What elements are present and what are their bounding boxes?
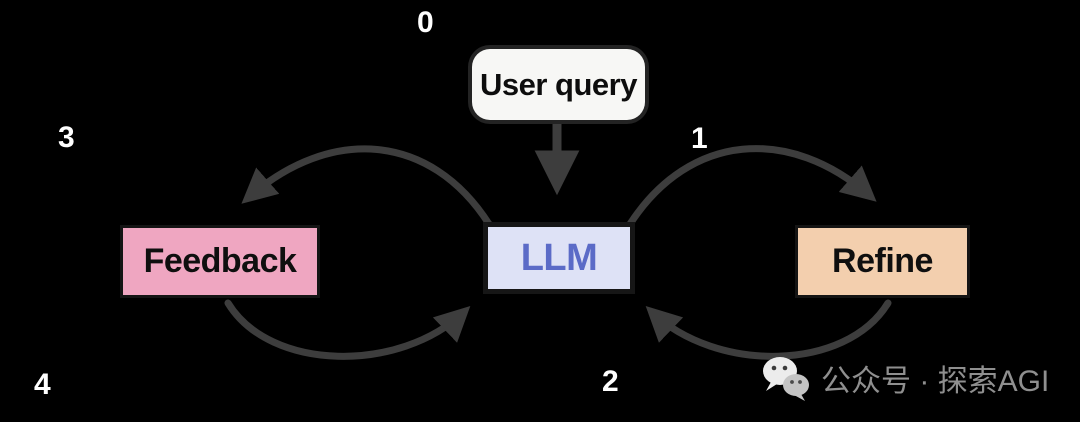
step-label-4: 4 <box>34 368 51 401</box>
step-label-0: 0 <box>417 6 434 39</box>
node-llm-label: LLM <box>520 236 598 279</box>
edge-feedback-to-llm <box>224 299 471 360</box>
edge-refine-to-llm <box>645 299 892 360</box>
node-feedback-label: Feedback <box>143 242 297 280</box>
step-label-2: 2 <box>602 365 619 398</box>
node-user-query: User query <box>472 49 645 120</box>
step-label-3: 3 <box>58 121 75 154</box>
node-refine-label: Refine <box>832 242 933 280</box>
node-feedback: Feedback <box>120 225 320 298</box>
node-llm: LLM <box>483 222 635 294</box>
edge-llm-to-refine <box>626 145 877 228</box>
watermark-text: 公众号 · 探索AGI <box>821 365 1050 398</box>
wechat-icon <box>763 357 809 401</box>
watermark: 公众号 · 探索AGI <box>760 354 1049 402</box>
step-label-1: 1 <box>691 122 708 155</box>
node-refine: Refine <box>795 225 970 298</box>
edge-llm-to-feedback <box>241 145 493 228</box>
node-user-query-label: User query <box>480 66 637 102</box>
